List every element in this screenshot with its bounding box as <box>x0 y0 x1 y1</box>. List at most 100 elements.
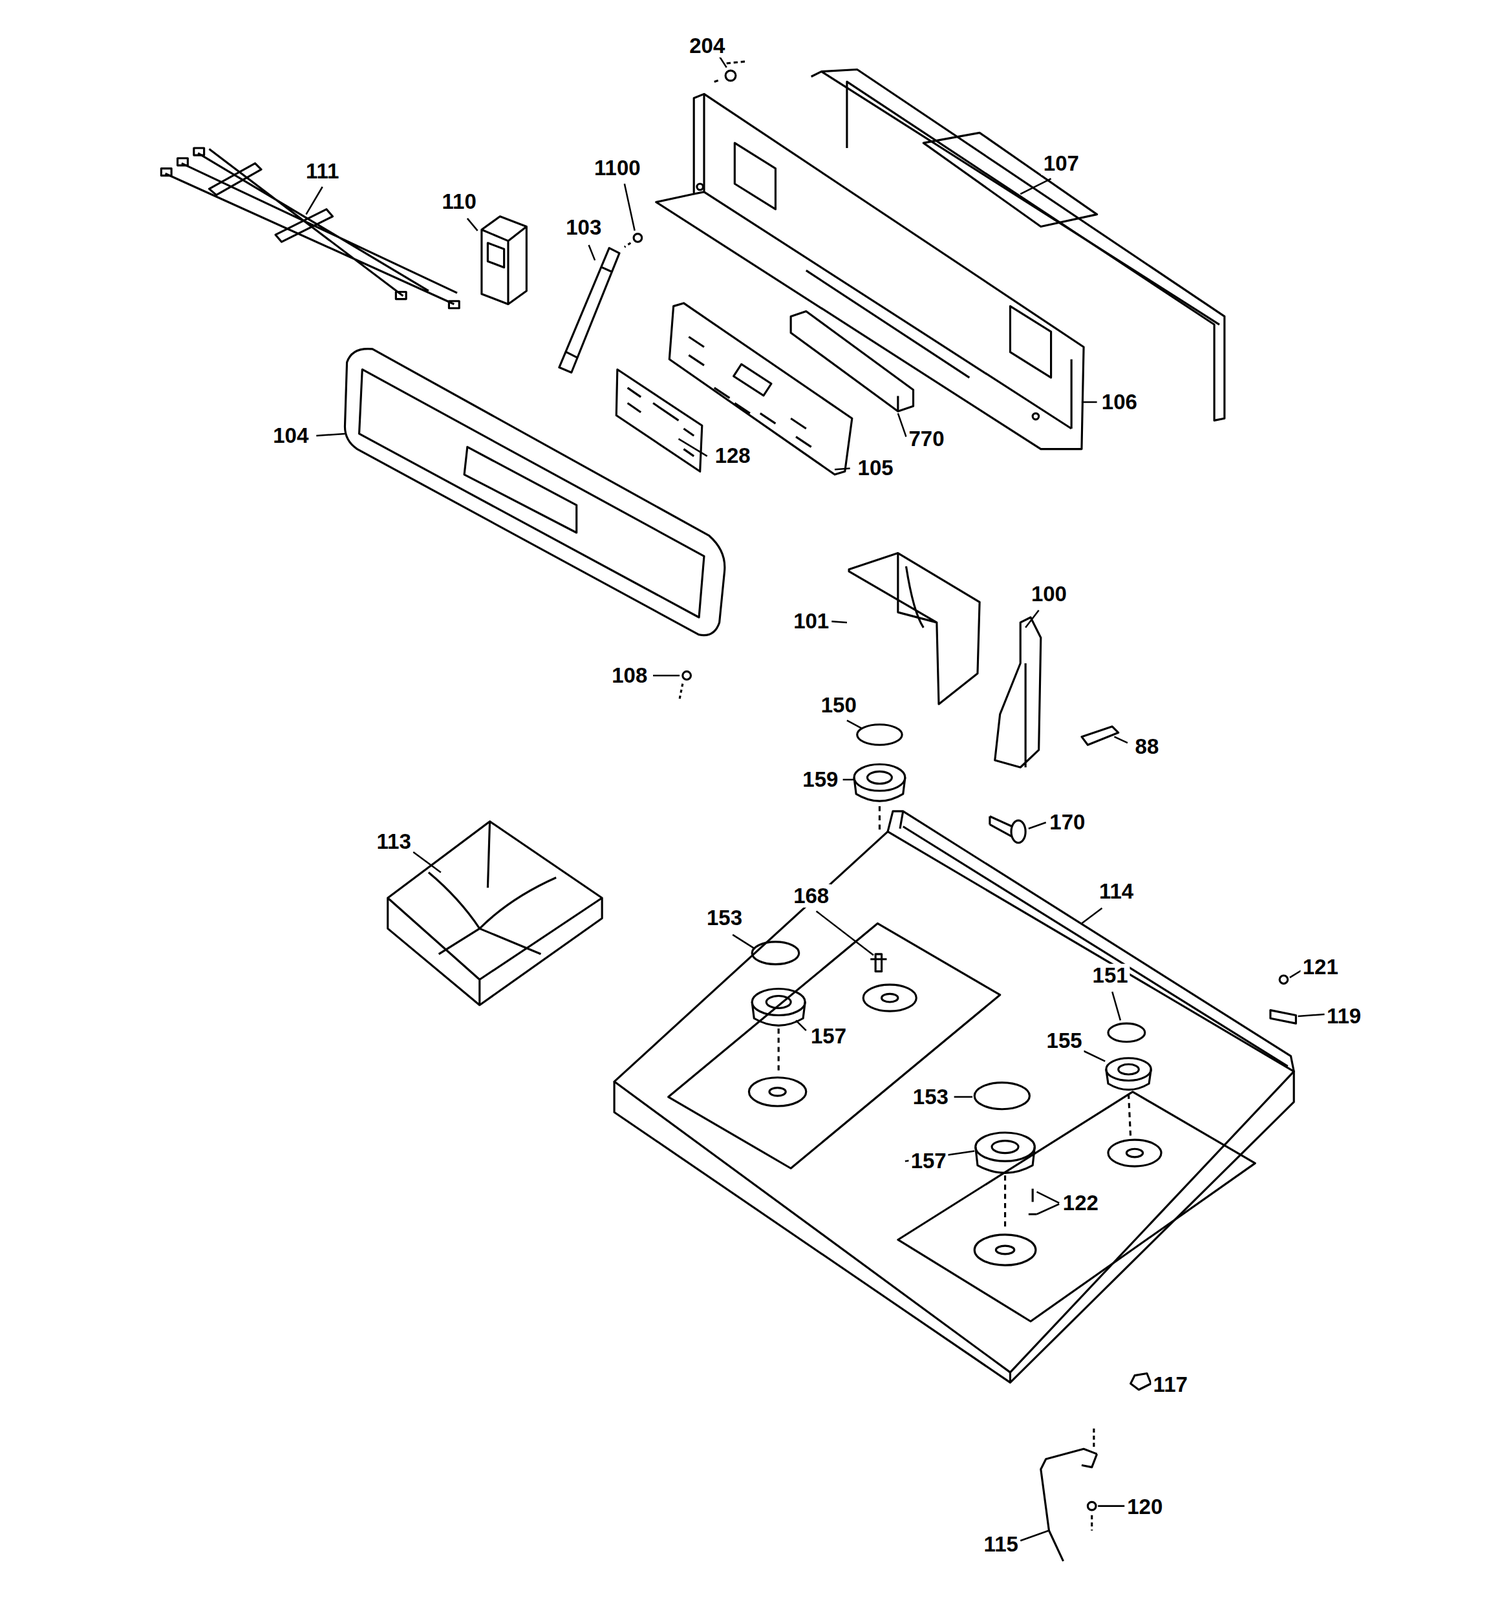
axis-line <box>1128 1093 1131 1138</box>
trim-strip <box>790 311 913 412</box>
screw-shank <box>989 816 1013 838</box>
screw <box>1028 1189 1038 1215</box>
burner-hole <box>863 984 917 1012</box>
screw <box>679 671 691 700</box>
burner-head <box>766 996 791 1009</box>
screw <box>624 234 643 248</box>
grate-frame <box>387 821 602 1006</box>
burner-hole <box>748 1077 806 1107</box>
small-part <box>1081 726 1119 745</box>
burner-hole <box>995 1245 1014 1255</box>
nut <box>1130 1373 1152 1390</box>
axis-line <box>1092 1428 1094 1532</box>
burner-head <box>867 771 892 784</box>
callout-number: 155 <box>1044 1029 1085 1053</box>
cover-top <box>811 71 1220 325</box>
callout-number: 117 <box>1151 1373 1190 1397</box>
callout-number: 105 <box>856 456 896 480</box>
bracket <box>559 248 620 374</box>
control-board <box>669 303 853 475</box>
callout-number: 121 <box>1300 955 1341 979</box>
callout-number: 108 <box>609 664 650 688</box>
callout-number: 100 <box>1029 581 1069 606</box>
callout-number: 153 <box>704 906 745 930</box>
wire-harness <box>160 148 460 309</box>
board-outline <box>669 303 853 475</box>
burner-head <box>975 1132 1036 1162</box>
burner-head <box>1118 1064 1140 1075</box>
hole <box>696 183 703 190</box>
burner-base <box>975 1146 1036 1173</box>
callout-number: 204 <box>687 34 727 58</box>
callout-number: 104 <box>270 424 311 448</box>
display <box>733 364 772 396</box>
burner-head <box>854 764 906 791</box>
hinge-bracket <box>1270 1010 1296 1025</box>
burner-hole <box>1126 1148 1143 1158</box>
callout-number: 103 <box>563 215 604 240</box>
burner-cap <box>1108 1023 1146 1042</box>
burner-head <box>991 1141 1019 1154</box>
callout-number: 106 <box>1099 390 1140 414</box>
callout-number: 119 <box>1324 1004 1363 1029</box>
callout-number: 107 <box>1041 151 1082 175</box>
screw <box>714 61 748 83</box>
module <box>481 216 527 305</box>
callout-number: 157 <box>808 1024 849 1049</box>
axis-line <box>1004 1175 1007 1230</box>
panel-frame <box>344 349 725 636</box>
callout-number: 153 <box>910 1084 951 1109</box>
screw-head <box>633 234 643 243</box>
cooktop-backwall <box>887 811 1294 1072</box>
screw-axis <box>714 61 748 83</box>
burner-head <box>751 988 805 1016</box>
module-body <box>481 216 527 305</box>
callout-number: 115 <box>982 1532 1021 1557</box>
cover-vent <box>923 132 1097 227</box>
wire-tab <box>448 301 460 309</box>
screw-axis <box>679 684 683 700</box>
panel-window <box>464 446 577 533</box>
callout-number: 770 <box>907 426 947 450</box>
screw-head <box>682 671 692 681</box>
wire-tab <box>193 148 205 156</box>
cooktop-recess <box>668 923 1255 1322</box>
screw <box>989 816 1026 844</box>
callout-number: 157 <box>909 1149 949 1173</box>
screw-axis <box>624 243 631 247</box>
hole <box>1032 413 1039 419</box>
burner-base <box>1106 1069 1151 1091</box>
panel-cutout <box>734 142 1051 378</box>
overlay-panel <box>616 369 703 472</box>
overlay-keys <box>627 387 695 457</box>
panel-edge <box>693 93 1072 429</box>
screw-head <box>725 70 736 81</box>
grate-fingers <box>428 821 557 955</box>
burner-cap <box>974 1082 1030 1110</box>
side-bracket <box>995 617 1041 768</box>
callout-number: 110 <box>440 190 479 214</box>
top-cover <box>811 69 1225 421</box>
module-detail <box>487 243 504 268</box>
bracket-box <box>848 553 980 705</box>
callout-number: 120 <box>1125 1495 1165 1519</box>
burner-hole <box>881 993 899 1003</box>
callout-number: 170 <box>1047 810 1087 835</box>
panel-inner <box>359 369 705 618</box>
wire <box>165 149 458 305</box>
burner-base <box>854 777 906 802</box>
axis-line <box>777 1028 780 1074</box>
callout-number: 101 <box>791 609 831 633</box>
callout-number: 159 <box>800 768 840 792</box>
grate <box>387 821 602 1006</box>
front-panel <box>344 349 725 636</box>
callout-number: 1100 <box>592 156 643 180</box>
callout-number: 122 <box>1060 1191 1101 1215</box>
callout-number: 113 <box>375 830 414 854</box>
screw-head <box>1279 975 1288 985</box>
overlay-outline <box>616 369 703 472</box>
callout-number: 128 <box>713 444 753 468</box>
keys <box>688 336 811 447</box>
burner-head <box>1106 1058 1151 1082</box>
